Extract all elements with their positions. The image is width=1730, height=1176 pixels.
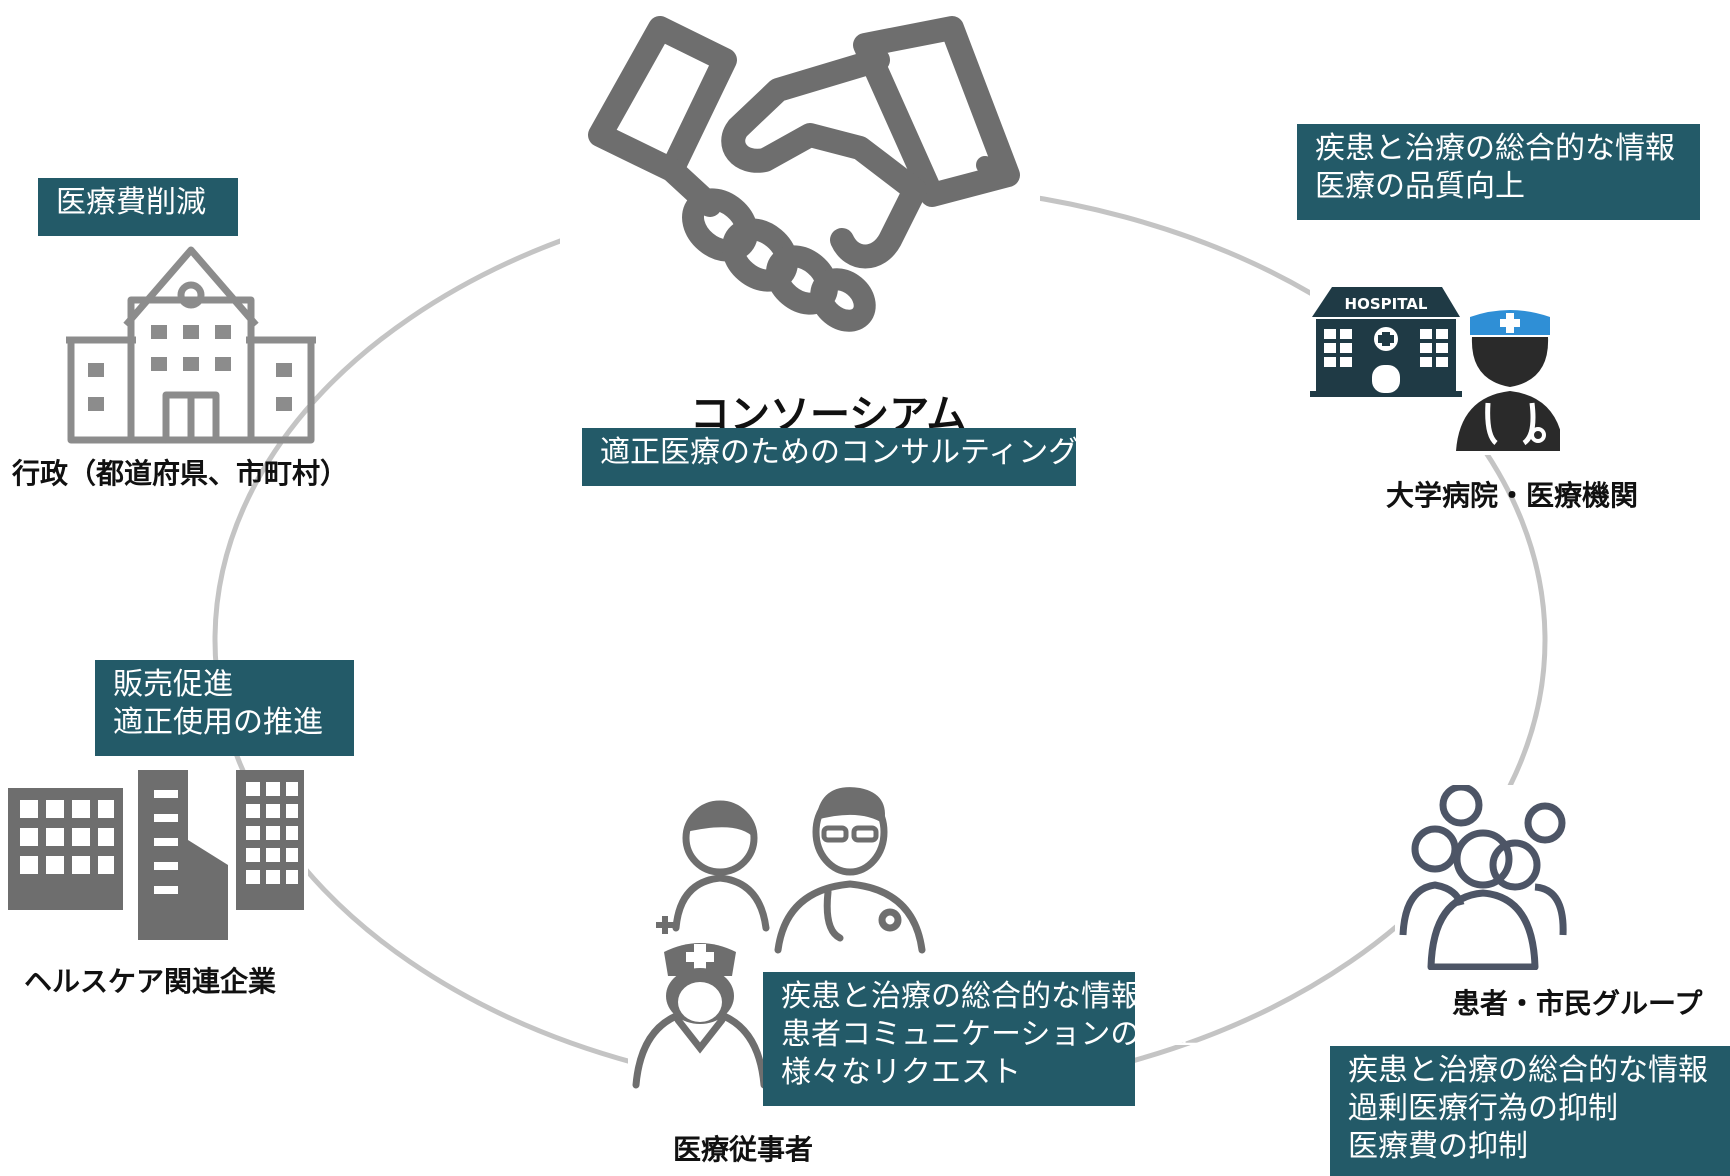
- government-building-icon: [66, 245, 316, 445]
- industry-label: ヘルスケア関連企業: [24, 965, 277, 998]
- hospital-box-line: 医療の品質向上: [1315, 169, 1525, 204]
- consortium-box: 適正医療のためのコンサルティング: [582, 428, 1079, 486]
- hospital-doctor-icon: HOSPITAL: [1310, 285, 1564, 455]
- government-label: 行政（都道府県、市町村）: [12, 457, 349, 490]
- industry-box-line: 適正使用の推進: [113, 705, 323, 740]
- government-box-line: 医療費削減: [56, 185, 206, 220]
- government-box: 医療費削減: [38, 178, 238, 236]
- patients-box-line: 疾患と治療の総合的な情報: [1348, 1053, 1708, 1088]
- staff-label: 医療従事者: [673, 1133, 814, 1166]
- staff-box-line: 疾患と治療の総合的な情報: [781, 979, 1141, 1014]
- patients-box-line: 過剰医療行為の抑制: [1348, 1091, 1618, 1126]
- hospital-box: 疾患と治療の総合的な情報 医療の品質向上: [1297, 124, 1700, 220]
- patients-box-line: 医療費の抑制: [1348, 1129, 1528, 1164]
- patients-label: 患者・市民グループ: [1452, 987, 1703, 1020]
- staff-box: 疾患と治療の総合的な情報 患者コミュニケーションの向上 様々なリクエスト: [763, 972, 1201, 1106]
- patients-box: 疾患と治療の総合的な情報 過剰医療行為の抑制 医療費の抑制: [1330, 1046, 1730, 1176]
- industry-box-line: 販売促進: [113, 667, 233, 702]
- hospital-sign-text: HOSPITAL: [1345, 295, 1428, 313]
- office-buildings-icon: [8, 770, 308, 940]
- industry-box: 販売促進 適正使用の推進: [95, 660, 354, 756]
- staff-box-line: 患者コミュニケーションの向上: [781, 1017, 1201, 1052]
- consortium-box-line: 適正医療のためのコンサルティング: [600, 435, 1079, 470]
- staff-box-line: 様々なリクエスト: [781, 1055, 1021, 1090]
- handshake-icon: [560, 0, 1040, 360]
- hospital-label: 大学病院・医療機関: [1386, 479, 1639, 512]
- hospital-box-line: 疾患と治療の総合的な情報: [1315, 131, 1675, 166]
- people-group-icon: [1395, 783, 1600, 971]
